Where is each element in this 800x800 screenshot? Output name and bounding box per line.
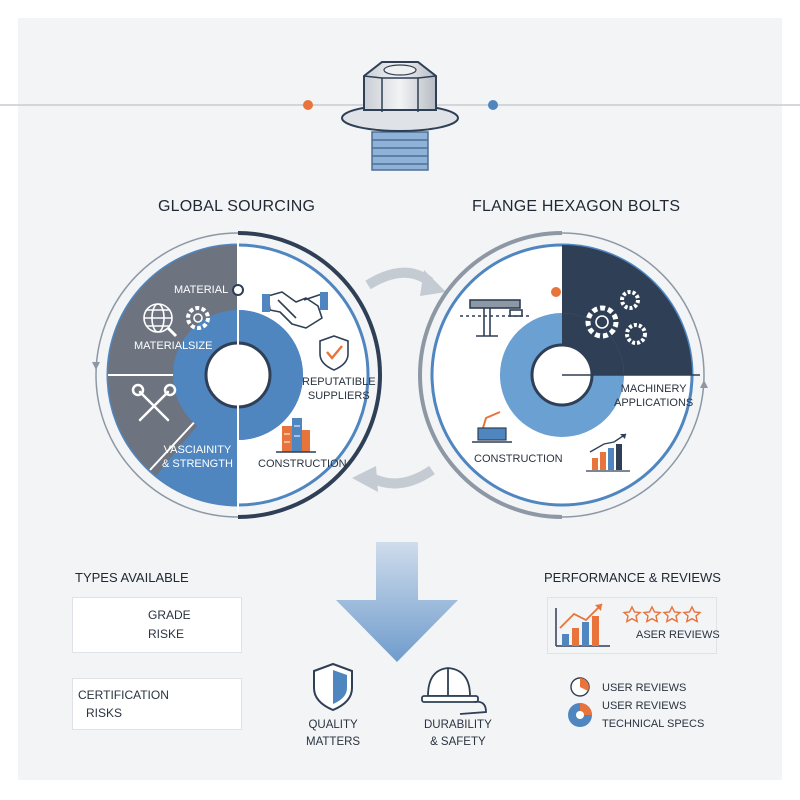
card-grade-risks	[72, 597, 242, 653]
star-icon	[662, 605, 682, 623]
title-flange-hexagon-bolts: FLANGE HEXAGON BOLTS	[472, 198, 681, 215]
star-icon	[622, 605, 642, 623]
cycle-arrow-top	[365, 267, 446, 296]
legend-technical-specs: TECHNICAL SPECS	[602, 718, 705, 730]
title-global-sourcing: GLOBAL SOURCING	[158, 198, 316, 215]
label-machinery: MACHINERY APPLICATIONS	[614, 383, 694, 409]
shield-check-icon	[319, 335, 349, 371]
pie-icon	[568, 703, 592, 727]
right-circle	[418, 231, 708, 519]
star-icon	[642, 605, 662, 623]
label-material-top: MATERIAL	[174, 284, 229, 296]
card-performance	[547, 597, 717, 654]
gear-icon	[186, 306, 210, 330]
label-construction-left: CONSTRUCTION	[258, 458, 347, 470]
heading-performance-reviews: PERFORMANCE & REVIEWS	[544, 570, 721, 585]
wrench-icon	[131, 383, 177, 422]
hex-bolt-icon	[341, 61, 459, 171]
building-icon	[276, 418, 316, 453]
globe-icon	[143, 303, 178, 338]
growth-chart-icon	[555, 603, 610, 647]
label-grade: GRADE RISKE	[148, 608, 191, 641]
cycle-arrow-bottom	[352, 465, 435, 492]
down-arrow	[336, 542, 458, 662]
pie-icon	[570, 677, 590, 697]
card-certification-risks	[72, 678, 242, 730]
label-quality-matters: QUALITY MATTERS	[306, 719, 361, 749]
label-certification: CERTIFICATION RISKS	[78, 688, 169, 720]
legend-user-reviews-1: USER REVIEWS	[602, 682, 687, 694]
heading-types-available: TYPES AVAILABLE	[75, 570, 189, 585]
label-suppliers: REPUTATIBLE SUPPLIERS	[302, 376, 376, 402]
orange-dot	[303, 100, 313, 110]
handshake-icon	[262, 291, 328, 329]
legend-user-reviews-2: USER REVIEWS	[602, 700, 687, 712]
label-construction-right: CONSTRUCTION	[474, 453, 563, 465]
crane-icon	[460, 299, 530, 337]
star-rating	[622, 605, 702, 623]
hard-hat-icon	[421, 667, 487, 715]
bar-chart-icon	[586, 433, 630, 472]
label-size: SIZE	[188, 340, 213, 352]
star-icon	[682, 605, 702, 623]
label-aser-reviews: ASER REVIEWS	[636, 629, 720, 641]
gears-icon	[585, 290, 647, 345]
excavator-icon	[472, 411, 512, 443]
label-material: MATERIAL	[134, 340, 189, 352]
label-strength: VASCIAINITY & STRENGTH	[162, 444, 233, 470]
label-durability-safety: DURABILITY & SAFETY	[424, 719, 492, 749]
shield-icon	[313, 662, 353, 712]
blue-dot	[488, 100, 498, 110]
